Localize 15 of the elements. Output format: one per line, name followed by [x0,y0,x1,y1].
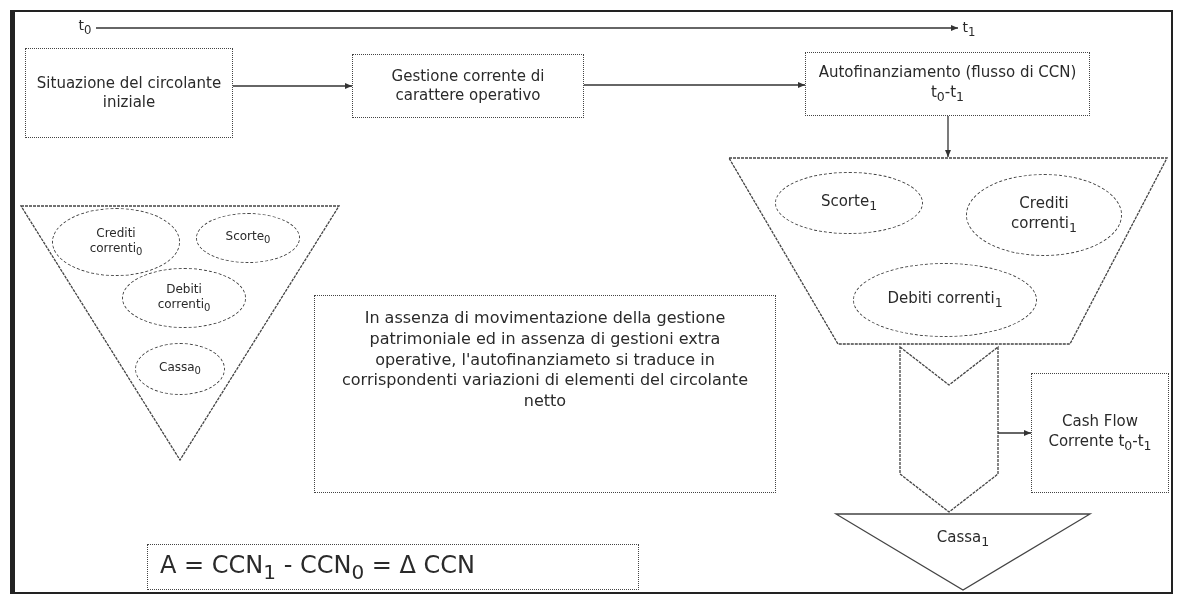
arrow [583,82,806,88]
shape-label: Cassa$_{1}$ [936,527,990,551]
arrow [945,115,951,158]
time-label: t$_{1}$ [958,16,980,42]
process-box: Cash Flow Corrente t$_{0}$-t$_{1}$ [1031,373,1169,493]
process-box: Situazione del circolante iniziale [25,48,233,138]
arrow [997,430,1032,436]
arrow [95,25,959,31]
chevron-arrow [899,345,999,513]
process-box: Autofinanziamento (flusso di CCN) t$_{0}$-t$_{1}$ [805,52,1090,116]
note-box: In assenza di movimentazione della gestione patrimoniale ed in assenza di gestioni extra operative, l'autofinanziameto si traduce in corrispondenti variazioni di elementi del circolante netto [314,295,776,493]
time-label: t$_{0}$ [74,14,96,40]
process-box: Gestione corrente di carattere operativo [352,54,584,118]
arrow [232,83,353,89]
formula-box: A = CCN$_{1}$ - CCN$_{0}$ = Δ CCN [147,544,639,590]
